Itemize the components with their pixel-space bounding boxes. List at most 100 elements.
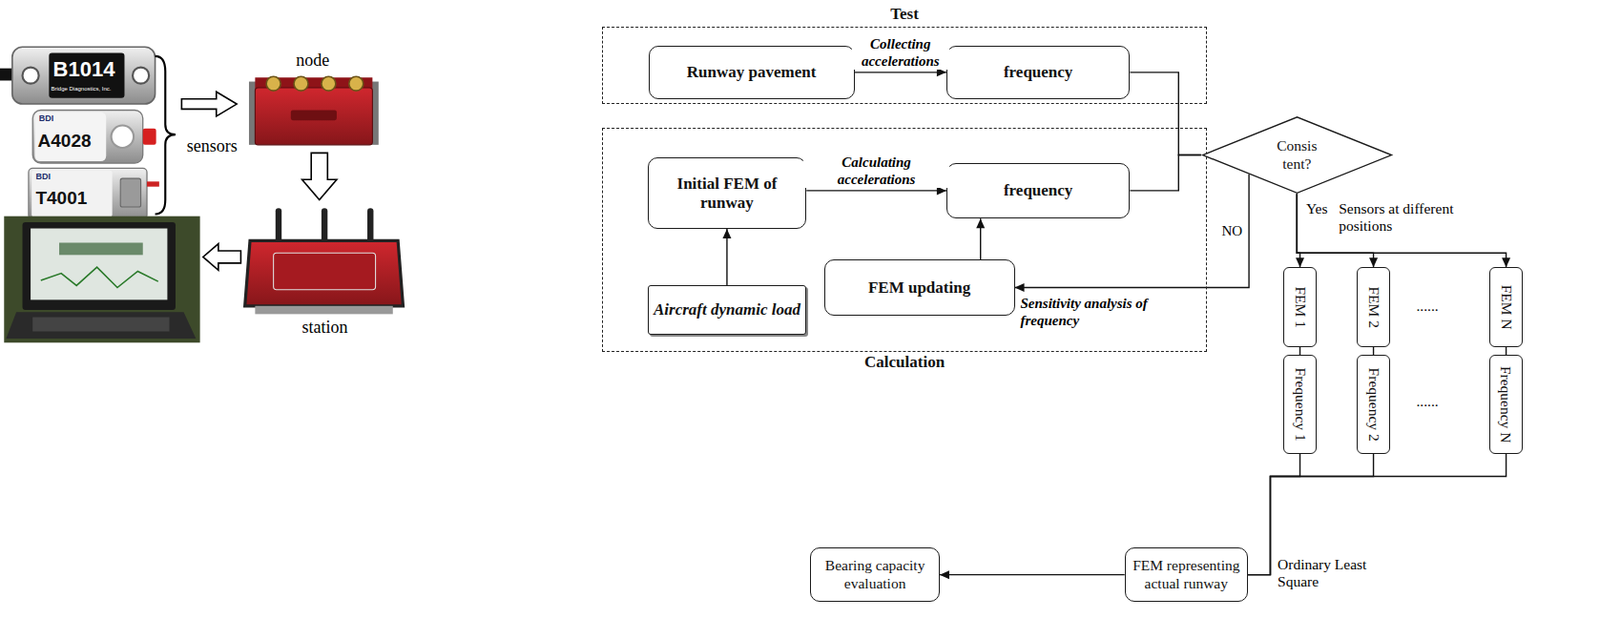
process-box: Bearing capacity evaluation xyxy=(810,547,940,603)
process-note: Sensitivity analysis of frequency xyxy=(1020,294,1155,330)
arrow-head xyxy=(976,218,985,229)
node-text: FEM 2 xyxy=(1364,286,1382,329)
device-label: station xyxy=(302,317,349,338)
connector xyxy=(976,218,985,260)
tiltmeter xyxy=(146,181,160,187)
tiltmeter xyxy=(28,167,160,219)
laptop-photo xyxy=(32,317,169,333)
laptop-photo xyxy=(30,228,167,301)
node-text: FEM N xyxy=(1496,284,1515,330)
arrow-head xyxy=(1295,257,1305,268)
diamond-outline xyxy=(1202,117,1392,194)
strain-transducer xyxy=(12,46,156,104)
tiltmeter xyxy=(120,178,141,208)
node-device xyxy=(293,76,309,91)
arrow-head xyxy=(1501,257,1511,268)
brand-logo: BDI xyxy=(39,113,55,125)
connector xyxy=(1299,347,1301,356)
connector xyxy=(1505,347,1507,356)
strain-transducer xyxy=(22,67,40,84)
base-station xyxy=(367,207,374,243)
accelerometer xyxy=(34,112,106,162)
connector-line xyxy=(939,574,1125,576)
edge-label: Calculating accelerations xyxy=(803,153,950,188)
connector xyxy=(1372,347,1374,356)
brand-text: Bridge Diagnostics, Inc. xyxy=(50,85,111,93)
node-text: Initial FEM of runway xyxy=(653,174,802,213)
strain-transducer xyxy=(48,53,125,99)
node-device xyxy=(254,87,373,146)
result-box: Frequency 2 xyxy=(1356,354,1390,455)
note-text: Sensors at different positions xyxy=(1338,200,1459,235)
node-text: Runway pavement xyxy=(686,62,817,83)
process-box: Runway pavement xyxy=(648,45,855,101)
tiltmeter xyxy=(28,167,147,219)
node-text: FEM 1 xyxy=(1290,286,1309,329)
edge-label: NO xyxy=(1220,222,1244,240)
laptop-photo xyxy=(59,242,144,255)
arrow-head xyxy=(1015,283,1025,292)
base-station xyxy=(275,207,282,243)
result-box: Frequency N xyxy=(1489,354,1522,455)
flow-arrow xyxy=(181,91,237,117)
result-box: Frequency 1 xyxy=(1283,354,1316,455)
laptop-photo xyxy=(3,216,200,344)
node-text: Bearing capacity evaluation xyxy=(815,557,935,593)
model-box: FEM N xyxy=(1489,267,1522,347)
accelerometer xyxy=(143,128,157,146)
laptop-photo xyxy=(3,216,200,344)
flow-arrow xyxy=(302,152,337,200)
laptop-photo xyxy=(5,311,196,339)
node-text: Consis tent? xyxy=(1267,137,1327,173)
process-box: FEM updating xyxy=(824,259,1016,316)
decision-diamond: Consis tent? xyxy=(1201,116,1393,194)
process-box: frequency xyxy=(946,45,1131,101)
laptop-photo xyxy=(22,222,176,311)
bracket xyxy=(155,56,176,215)
node-text: Aircraft dynamic load xyxy=(653,300,801,320)
brand-logo: BDI xyxy=(35,171,51,183)
method-label: Ordinary Least Square xyxy=(1277,556,1373,591)
process-box: frequency xyxy=(946,163,1131,220)
group-title: Calculation xyxy=(602,353,1206,373)
connector xyxy=(722,228,731,286)
process-box: FEM representing actual runway xyxy=(1124,547,1248,603)
node-text: frequency xyxy=(1003,62,1073,83)
accelerometer xyxy=(111,125,135,149)
serial-number: B1014 xyxy=(53,57,116,82)
device-label: sensors xyxy=(187,136,238,157)
node-device xyxy=(321,76,336,91)
edge-label: Collecting accelerations xyxy=(851,35,950,70)
process-box: Initial FEM of runway xyxy=(647,157,808,229)
branch-label: Yes xyxy=(1306,200,1329,218)
connector xyxy=(939,570,1125,580)
node-device xyxy=(290,109,337,121)
accelerometer xyxy=(32,109,144,164)
base-station xyxy=(321,207,328,243)
connector-line xyxy=(1372,347,1374,356)
node-text: FEM representing actual runway xyxy=(1130,557,1243,593)
group-title: Test xyxy=(602,4,1206,24)
connector-line xyxy=(1505,347,1507,356)
node-device xyxy=(249,76,379,146)
connector xyxy=(1129,155,1201,191)
node-text: frequency xyxy=(1003,181,1073,201)
ellipsis: ...... xyxy=(1415,393,1438,411)
connector-line xyxy=(1129,155,1201,191)
connector-line xyxy=(1129,72,1201,156)
connector-line xyxy=(854,71,947,73)
node-device xyxy=(349,76,364,91)
model-box: FEM 1 xyxy=(1283,267,1316,347)
accelerometer xyxy=(32,109,156,164)
serial-number: T4001 xyxy=(35,187,87,209)
strain-transducer xyxy=(0,46,156,104)
base-station xyxy=(245,207,404,314)
model-box: FEM 2 xyxy=(1356,267,1390,347)
laptop-photo xyxy=(41,267,159,288)
arrow-head xyxy=(939,570,950,580)
node-device xyxy=(266,76,281,91)
node-text: Frequency 1 xyxy=(1290,368,1309,442)
base-station xyxy=(245,240,404,306)
